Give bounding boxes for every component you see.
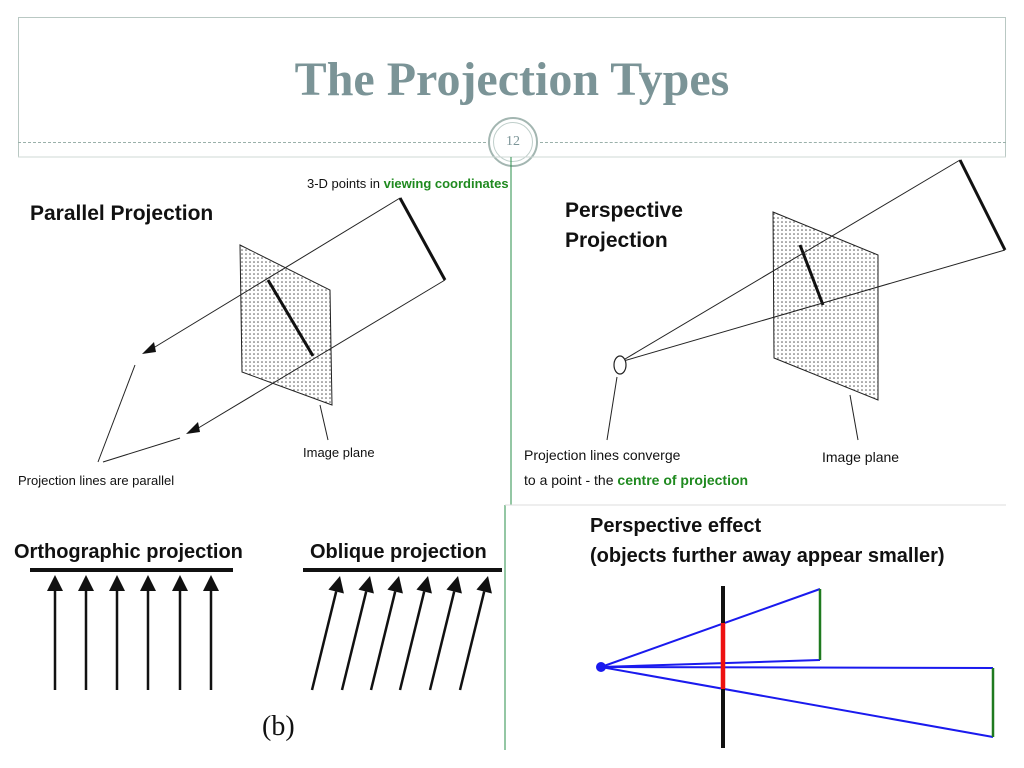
points-label: 3-D points in viewing coordinates (307, 176, 509, 191)
effect-far-ray-top (600, 666, 994, 669)
perspective-image-plane-label: Image plane (822, 449, 899, 465)
header-rule-left (18, 142, 486, 143)
points-label-prefix: 3-D points in (307, 176, 384, 191)
parallel-callout-upper (97, 364, 136, 463)
orthographic-arrow (172, 575, 188, 690)
perspective-projection-diagram: Perspective Projection Projection lines … (524, 159, 1007, 488)
parallel-image-plane-label: Image plane (303, 445, 375, 460)
parallel-ray-lower (194, 279, 446, 431)
points-label-highlight: viewing coordinates (384, 176, 509, 191)
orthographic-arrow (47, 575, 63, 690)
orthographic-projection-diagram: Orthographic projection (14, 541, 243, 690)
oblique-arrow (428, 576, 462, 691)
converge-label-highlight: centre of projection (617, 472, 748, 488)
oblique-arrow (310, 576, 344, 691)
parallel-ray-upper (149, 197, 401, 351)
orthographic-arrows (47, 575, 219, 690)
figure-b-label: (b) (262, 711, 295, 742)
oblique-arrow (458, 576, 492, 691)
perspective-plane-callout (849, 394, 859, 441)
perspective-3d-object (958, 159, 1007, 251)
parallel-heading: Parallel Projection (30, 202, 213, 225)
effect-label-line2: (objects further away appear smaller) (590, 545, 945, 567)
page-number: 12 (506, 134, 520, 149)
effect-label-line1: Perspective effect (590, 515, 762, 537)
converge-label-prefix: to a point - the (524, 472, 617, 488)
oblique-arrow (398, 576, 432, 691)
perspective-projected-object (798, 244, 825, 306)
parallel-3d-object (398, 197, 447, 281)
slide-title: The Projection Types (294, 53, 730, 106)
parallel-projected-object (266, 279, 315, 357)
parallel-image-plane (239, 244, 333, 406)
centre-of-projection-icon (613, 355, 627, 375)
perspective-effect-diagram: Perspective effect (objects further away… (590, 515, 995, 748)
converge-label-line2: to a point - the centre of projection (524, 472, 748, 488)
orthographic-label: Orthographic projection (14, 541, 243, 563)
orthographic-arrow (140, 575, 156, 690)
oblique-label: Oblique projection (310, 541, 487, 563)
perspective-ray-upper (619, 159, 961, 363)
oblique-arrows (310, 576, 492, 691)
slide-header-frame (18, 17, 1006, 157)
parallel-arrowhead-upper (142, 342, 156, 354)
orthographic-arrow (109, 575, 125, 690)
parallel-plane-callout (319, 404, 329, 441)
parallel-lines-label: Projection lines are parallel (18, 473, 174, 488)
header-rule-right (540, 142, 1006, 143)
parallel-projection-diagram: Parallel Projection 3-D points in viewin… (18, 176, 509, 488)
effect-eye-point-icon (596, 662, 606, 672)
perspective-heading-line2: Projection (565, 229, 668, 252)
oblique-arrow (340, 576, 374, 691)
converge-label-line1: Projection lines converge (524, 447, 681, 463)
perspective-heading-line1: Perspective (565, 199, 683, 222)
effect-far-ray-bottom (600, 666, 994, 738)
perspective-image-plane (772, 211, 879, 401)
parallel-arrowhead-lower (186, 422, 200, 434)
orthographic-arrow (203, 575, 219, 690)
effect-near-ray-bottom (600, 659, 821, 668)
oblique-projection-diagram: Oblique projection (303, 541, 502, 691)
perspective-ray-lower (619, 249, 1006, 363)
orthographic-arrow (78, 575, 94, 690)
parallel-callout-lower (102, 437, 181, 463)
page-number-badge: 12 (488, 117, 538, 167)
effect-near-ray-top (600, 588, 821, 668)
perspective-center-callout (606, 376, 618, 441)
oblique-arrow (369, 576, 403, 691)
